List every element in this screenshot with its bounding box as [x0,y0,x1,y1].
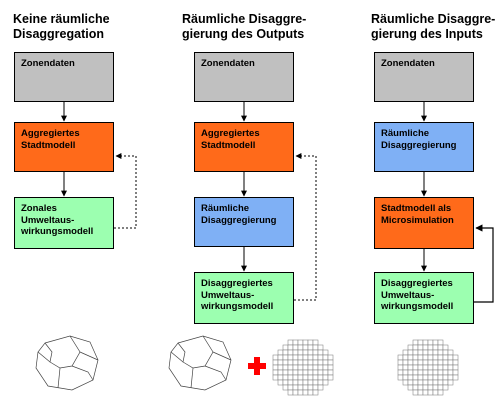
plus-icon [248,357,266,375]
zone-map-icon [35,335,99,391]
box-aggregated-city-model-2: Aggregiertes Stadtmodell [194,122,294,172]
column-title-3: Räumliche Disaggre- gierung des Inputs [371,12,496,41]
box-zonendaten-1: Zonendaten [14,52,114,102]
box-zonal-impact-model: Zonales Umweltaus- wirkungsmodell [14,197,114,249]
feedback-arrow-c2 [294,153,317,301]
zone-map-icon [168,335,232,391]
feedback-arrow-c3 [474,224,494,303]
box-aggregated-city-model-1: Aggregiertes Stadtmodell [14,122,114,172]
box-disaggregated-impact-model-2: Disaggregiertes Umweltaus- wirkungsmodel… [194,272,294,324]
box-spatial-disaggregation-3: Räumliche Disaggregierung [374,122,474,172]
box-microsimulation-city-model: Stadtmodell als Microsimulation [374,197,474,249]
box-disaggregated-impact-model-3: Disaggregiertes Umweltaus- wirkungsmodel… [374,272,474,324]
raster-grid-icon [397,339,459,396]
column-title-2: Räumliche Disaggre- gierung des Outputs [182,12,307,41]
box-zonendaten-3: Zonendaten [374,52,474,102]
column-title-1: Keine räumliche Disaggregation [13,12,110,41]
box-spatial-disaggregation-2: Räumliche Disaggregierung [194,197,294,247]
box-zonendaten-2: Zonendaten [194,52,294,102]
feedback-arrow-c1 [114,153,137,229]
raster-grid-icon [272,339,334,396]
